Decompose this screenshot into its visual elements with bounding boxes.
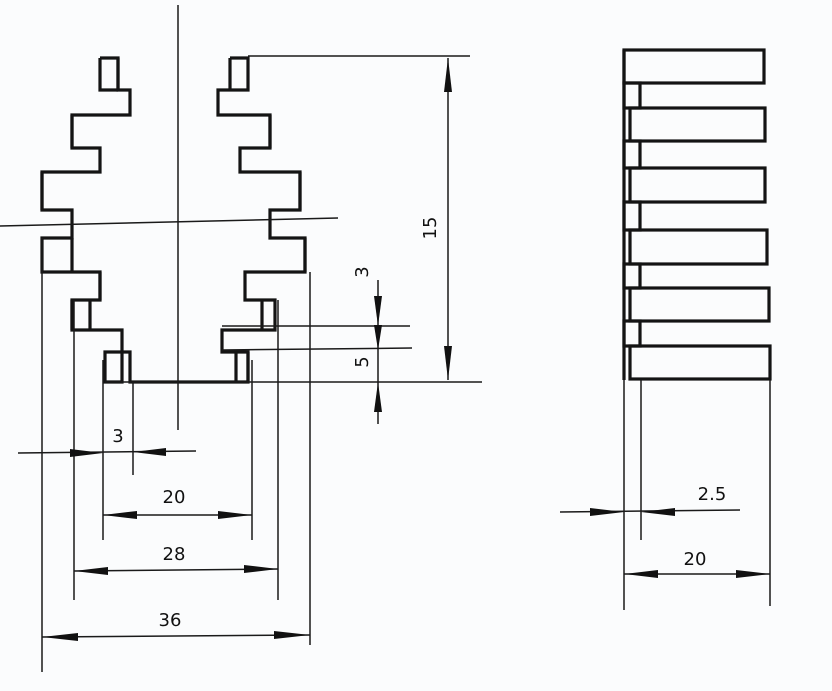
- dim-15-arrow-bottom: [444, 346, 452, 380]
- dim-5-arrow-top: [374, 325, 382, 350]
- dim-wall-line: [17, 450, 197, 454]
- front-left-outline: [40, 56, 182, 384]
- dim-gap-arrow-left: [590, 508, 624, 516]
- dim-wall-arrow-left: [70, 449, 103, 457]
- spacer-4: [622, 262, 642, 290]
- front-right-inner-steps: [228, 58, 307, 382]
- side-view: 2.5 20: [559, 48, 772, 610]
- dim-36-label: 36: [159, 610, 182, 631]
- fin-1: [622, 48, 766, 85]
- front-right-outline: [182, 56, 307, 384]
- dim-3-arrow: [374, 296, 382, 326]
- dim-gap-label: 2.5: [698, 484, 727, 505]
- dim-depth-arrow-left: [624, 570, 658, 578]
- step-extension-lower: [221, 347, 413, 351]
- dim-36-arrow-right: [274, 631, 310, 639]
- dim-wall-label: 3: [112, 426, 123, 447]
- dim-36-line: [41, 634, 311, 638]
- dim-gap-arrow-right: [641, 508, 675, 516]
- dim-wall-arrow-right: [133, 448, 166, 456]
- dim-5-label: 5: [352, 356, 373, 367]
- spacer-2: [622, 139, 642, 170]
- dim-5-arrow-bottom: [374, 382, 382, 412]
- fin-6: [628, 344, 772, 381]
- dim-3-vertical-label: 3: [352, 266, 373, 277]
- fin-4: [628, 228, 769, 266]
- horizontal-axis-line: [0, 217, 339, 227]
- dim-15-arrow-top: [444, 58, 452, 92]
- dim-20-arrow-right: [218, 511, 252, 519]
- dim-28-label: 28: [163, 544, 186, 565]
- dim-depth-arrow-right: [736, 570, 770, 578]
- dim-depth-label: 20: [684, 549, 707, 570]
- fin-5: [628, 286, 771, 323]
- dim-20-label: 20: [163, 487, 186, 508]
- fin-2: [628, 106, 767, 143]
- dim-36-arrow-left: [42, 633, 78, 641]
- spacer-1: [622, 81, 642, 110]
- fin-3: [628, 166, 767, 204]
- dim-28-arrow-right: [244, 565, 278, 573]
- dim-15-label: 15: [420, 217, 441, 240]
- front-view: 15 3 5 3 20 28 36: [0, 5, 482, 672]
- dim-20-arrow-left: [103, 511, 137, 519]
- spacer-3: [622, 200, 642, 232]
- front-left-inner-steps: [40, 58, 120, 330]
- spacer-5: [622, 319, 642, 348]
- dim-28-arrow-left: [74, 567, 108, 575]
